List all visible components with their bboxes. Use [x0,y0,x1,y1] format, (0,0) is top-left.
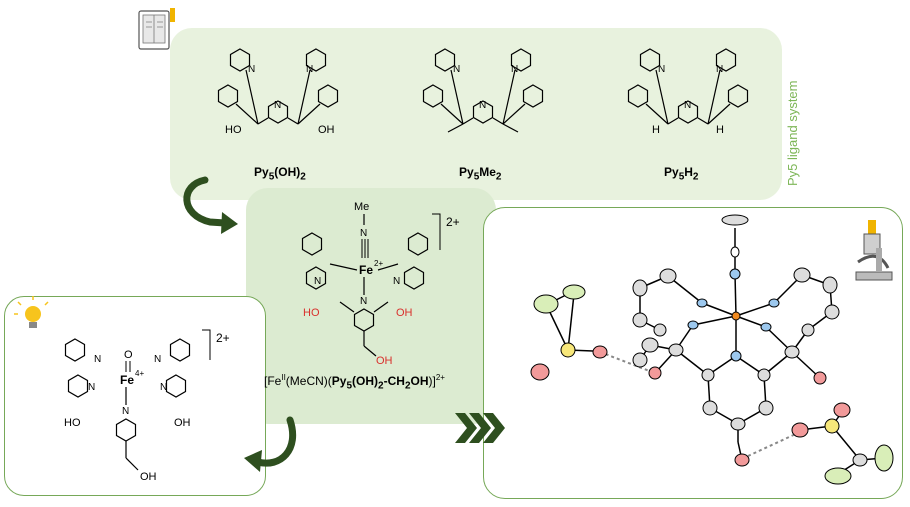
svg-text:N: N [360,296,367,307]
chevron-arrows-icon [455,413,505,443]
svg-text:O: O [124,349,133,361]
substituent-right: OH [318,124,335,136]
svg-text:OH: OH [174,417,191,429]
svg-text:OH: OH [396,307,413,319]
svg-text:N: N [160,382,167,393]
curved-arrow-icon [183,176,238,234]
svg-text:OH: OH [376,355,393,367]
svg-text:4+: 4+ [135,369,144,378]
svg-text:N: N [511,64,518,75]
svg-text:N: N [479,100,486,111]
svg-text:Me: Me [354,201,369,213]
svg-text:H: H [652,124,660,136]
svg-text:Fe: Fe [359,263,373,277]
ligand-py5h2-structure: H H N N N [627,48,749,136]
svg-text:2+: 2+ [374,259,383,268]
crystal-structure-ortep [530,214,894,485]
svg-text:N: N [716,64,723,75]
iron-iv-oxo-panel [4,296,266,496]
svg-text:HO: HO [303,307,320,319]
svg-text:N: N [453,64,460,75]
ligand-py5oh2-structure: HO OH N N N [217,48,339,136]
svg-text:N: N [274,100,281,111]
svg-text:N: N [360,228,367,239]
iron-iv-oxo-structure: O Fe 4+ N N N N N HO OH OH 2+ [64,329,230,483]
microscope-icon [855,220,893,281]
svg-text:N: N [122,406,129,417]
book-icon [138,8,175,50]
svg-text:N: N [154,354,161,365]
svg-text:N: N [393,276,400,287]
svg-text:HO: HO [64,417,81,429]
lightbulb-icon [14,296,49,328]
svg-text:Fe: Fe [120,373,134,387]
svg-text:N: N [88,382,95,393]
iron-ii-complex-panel [246,188,496,424]
svg-text:N: N [306,64,313,75]
ligand-name-py5oh2: Py5(OH)2 [254,165,306,183]
substituent-left: HO [225,124,242,136]
svg-text:N: N [94,354,101,365]
ligand-py5me2-structure: N N N [422,48,544,133]
svg-text:H: H [716,124,724,136]
svg-text:N: N [684,100,691,111]
complex-formula-label: [FeII(MeCN)(Py5(OH)2-CH2OH)]2+ [264,373,445,392]
crystal-structure-panel [483,207,903,499]
svg-text:N: N [248,64,255,75]
ligand-name-py5me2: Py5Me2 [459,165,502,183]
svg-text:2+: 2+ [446,215,460,229]
svg-text:N: N [658,64,665,75]
iron-ii-complex-structure: Me N Fe 2+ N N N HO OH OH 2+ [301,201,460,367]
ligand-system-panel [170,28,782,200]
svg-text:N: N [314,276,321,287]
ligand-name-py5h2: Py5H2 [664,165,699,183]
svg-text:2+: 2+ [216,331,230,345]
curved-arrow-icon [244,416,297,472]
svg-text:OH: OH [140,471,157,483]
